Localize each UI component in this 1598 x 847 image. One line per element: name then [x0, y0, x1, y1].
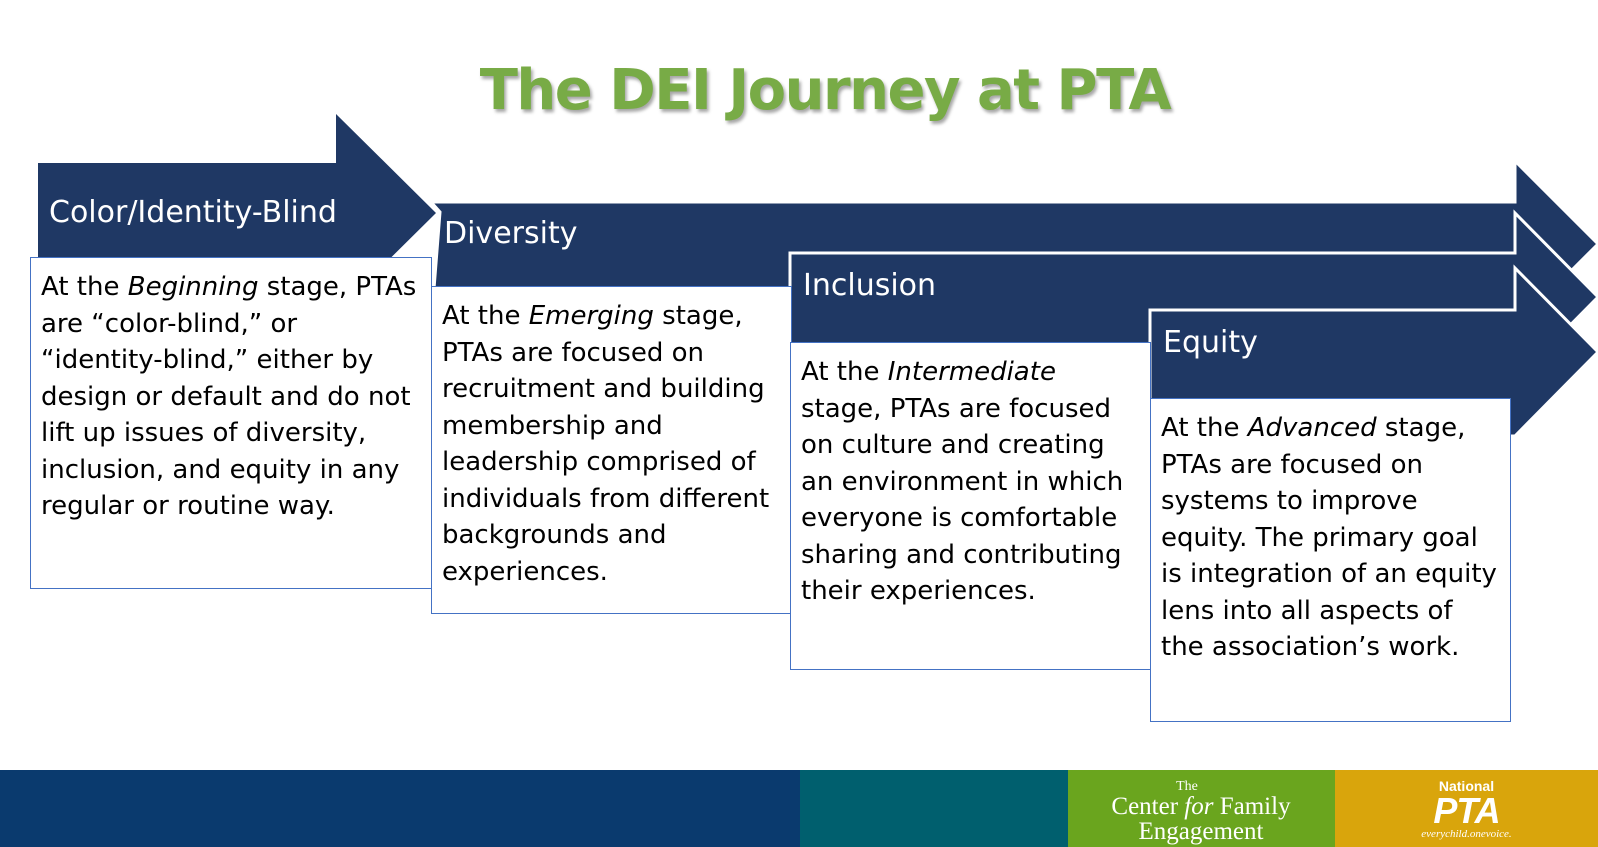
- footer-teal-segment: [800, 770, 1068, 847]
- stage-description-inclusion: At the Intermediate stage, PTAs are focu…: [790, 342, 1151, 670]
- slide-title: The DEI Journey at PTA: [479, 58, 1172, 123]
- stage-description-equity: At the Advanced stage, PTAs are focused …: [1150, 398, 1511, 722]
- stage-name-beginning: Beginning: [127, 272, 259, 302]
- stage-description-diversity: At the Emerging stage, PTAs are focused …: [431, 286, 792, 614]
- national-pta-logo: National PTA everychild.onevoice.: [1421, 778, 1512, 840]
- center-for-family-engagement-logo: The Center for Family Engagement: [1111, 779, 1291, 845]
- stage-name-intermediate: Intermediate: [887, 357, 1056, 387]
- stage-label-equity: Equity: [1163, 325, 1258, 360]
- stage-label-diversity: Diversity: [444, 216, 578, 251]
- stage-description-color-identity-blind: At the Beginning stage, PTAs are “color-…: [30, 257, 432, 589]
- footer-gold-segment: [1335, 770, 1598, 847]
- stage-name-advanced: Advanced: [1247, 413, 1377, 443]
- footer-green-segment: [1068, 770, 1335, 847]
- stage-name-emerging: Emerging: [528, 301, 654, 331]
- stage-label-color-identity-blind: Color/Identity-Blind: [49, 195, 337, 230]
- footer-navy-segment: [0, 770, 800, 847]
- stage-label-inclusion: Inclusion: [803, 268, 937, 303]
- footer-band: [0, 770, 1598, 847]
